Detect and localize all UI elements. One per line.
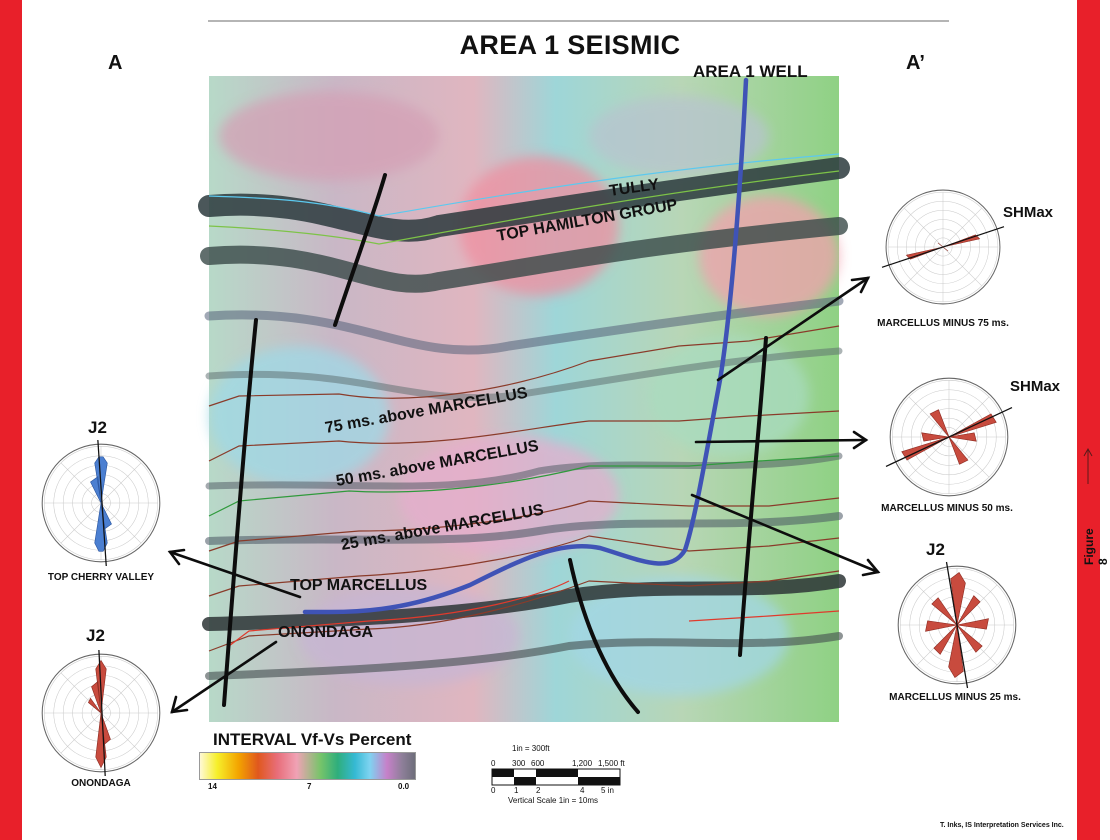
cherry-rose-caption: TOP CHERRY VALLEY <box>47 572 155 583</box>
m75-rose-caption: MARCELLUS MINUS 75 ms. <box>877 318 1009 329</box>
m50-shmax-label: SHMax <box>1010 378 1061 395</box>
onondaga-label: ONONDAGA <box>278 624 374 641</box>
fault-line-upper <box>333 173 387 327</box>
scale-in-4: 4 <box>580 786 585 795</box>
rose-diagram-m50 <box>885 377 1013 497</box>
legend-tick-0: 0.0 <box>398 782 410 791</box>
well-label: AREA 1 WELL <box>693 62 808 81</box>
figure-label: Figure 8 <box>1082 528 1110 565</box>
fault-line-right <box>738 336 768 657</box>
m50-rose-caption: MARCELLUS MINUS 50 ms. <box>881 503 1013 514</box>
h50-label: 50 ms. above MARCELLUS <box>335 437 541 489</box>
arrow-to-cherry-rose <box>168 550 302 599</box>
arrow-to-onondaga-rose <box>170 640 278 714</box>
legend-tick-7: 7 <box>307 782 312 791</box>
scale-in-5: 5 in <box>601 786 614 795</box>
seismic-section <box>198 76 850 722</box>
h75-label: 75 ms. above MARCELLUS <box>324 384 530 436</box>
arrow-to-m25-rose <box>690 493 880 574</box>
legend-tick-14: 14 <box>208 782 217 791</box>
h25-label: 25 ms. above MARCELLUS <box>340 501 546 553</box>
section-end-label: A’ <box>906 52 925 74</box>
arrow-to-m75-rose <box>716 276 870 382</box>
scale-ft-1500: 1,500 ft <box>598 759 625 768</box>
scale-ft-600: 600 <box>531 759 545 768</box>
rose-diagram-m75 <box>881 189 1005 305</box>
cherry-j2-label: J2 <box>88 418 107 437</box>
m25-j2-label: J2 <box>926 540 945 559</box>
rose-diagram-cherry-valley <box>41 439 161 567</box>
section-start-label: A <box>108 52 123 74</box>
scale-in-1: 1 <box>514 786 519 795</box>
credit-text: T. Inks, IS Interpretation Services Inc. <box>940 822 1064 829</box>
onondaga-j2-label: J2 <box>86 626 105 645</box>
onondaga-rose-caption: ONONDAGA <box>71 778 131 789</box>
scale-bar <box>491 768 621 786</box>
scale-ft-1200: 1,200 <box>572 759 593 768</box>
scale-in-2: 2 <box>536 786 541 795</box>
figure-arrow-icon <box>1083 447 1093 484</box>
scale-in-0: 0 <box>491 786 496 795</box>
top-marcellus-label: TOP MARCELLUS <box>290 577 428 594</box>
fault-line-center <box>568 558 640 714</box>
m75-shmax-label: SHMax <box>1003 204 1054 221</box>
m25-rose-caption: MARCELLUS MINUS 25 ms. <box>889 692 1021 703</box>
page-title: AREA 1 SEISMIC <box>459 30 681 60</box>
top-divider-line <box>208 20 949 22</box>
arrow-to-m50-rose <box>694 438 868 444</box>
legend-colorbar <box>199 752 416 780</box>
tully-label: TULLY <box>608 176 660 200</box>
vertical-scale-label: Vertical Scale 1in = 10ms <box>508 796 599 805</box>
fault-line-left <box>222 318 258 707</box>
well-path <box>302 77 749 615</box>
scale-bar-title: 1in = 300ft <box>512 744 550 753</box>
scale-ft-300: 300 <box>512 759 526 768</box>
scale-ft-0: 0 <box>491 759 496 768</box>
right-red-bar <box>1077 0 1100 840</box>
legend-title: INTERVAL Vf-Vs Percent <box>213 730 412 749</box>
rose-diagram-m25 <box>897 561 1017 689</box>
top-hamilton-label: TOP HAMILTON GROUP <box>496 196 679 245</box>
rose-diagram-onondaga <box>41 649 161 777</box>
left-red-bar <box>0 0 22 840</box>
